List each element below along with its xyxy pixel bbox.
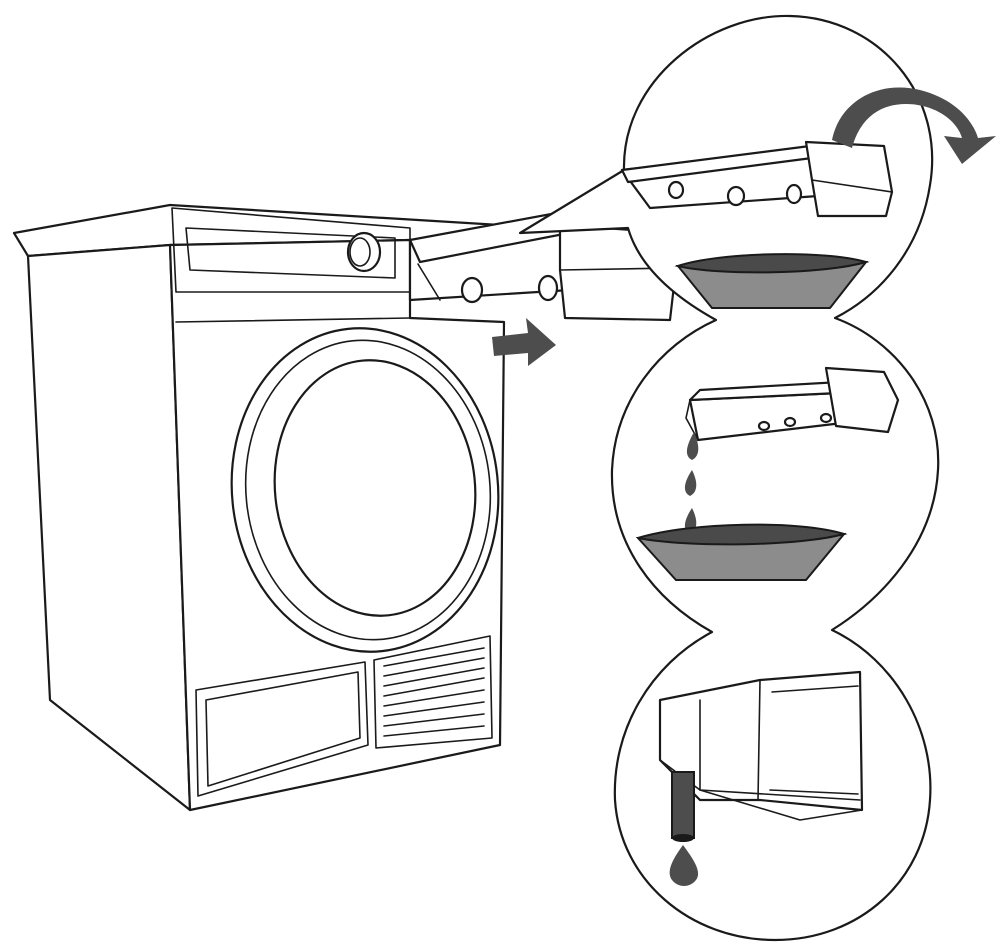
step-2-pour [635,366,900,581]
plinth-panel-inner [205,671,361,787]
door[interactable] [216,315,514,665]
rotate-arrow-icon [832,87,996,164]
drain-drop-icon [669,845,699,886]
step-1-tilt [620,87,996,309]
step-3-drain [658,670,864,886]
dryer-left-side [26,243,192,812]
water-basin-1 [674,253,870,309]
drain-hose [671,771,695,839]
plinth-panel[interactable] [195,661,369,797]
pull-direction-arrow [492,318,556,366]
dryer [12,203,514,812]
door-glass [273,359,477,617]
water-basin-2 [635,523,848,581]
display-window [185,227,396,279]
vent-grille [373,635,493,749]
front-panel-seam [175,317,411,323]
program-knob[interactable] [346,231,382,273]
